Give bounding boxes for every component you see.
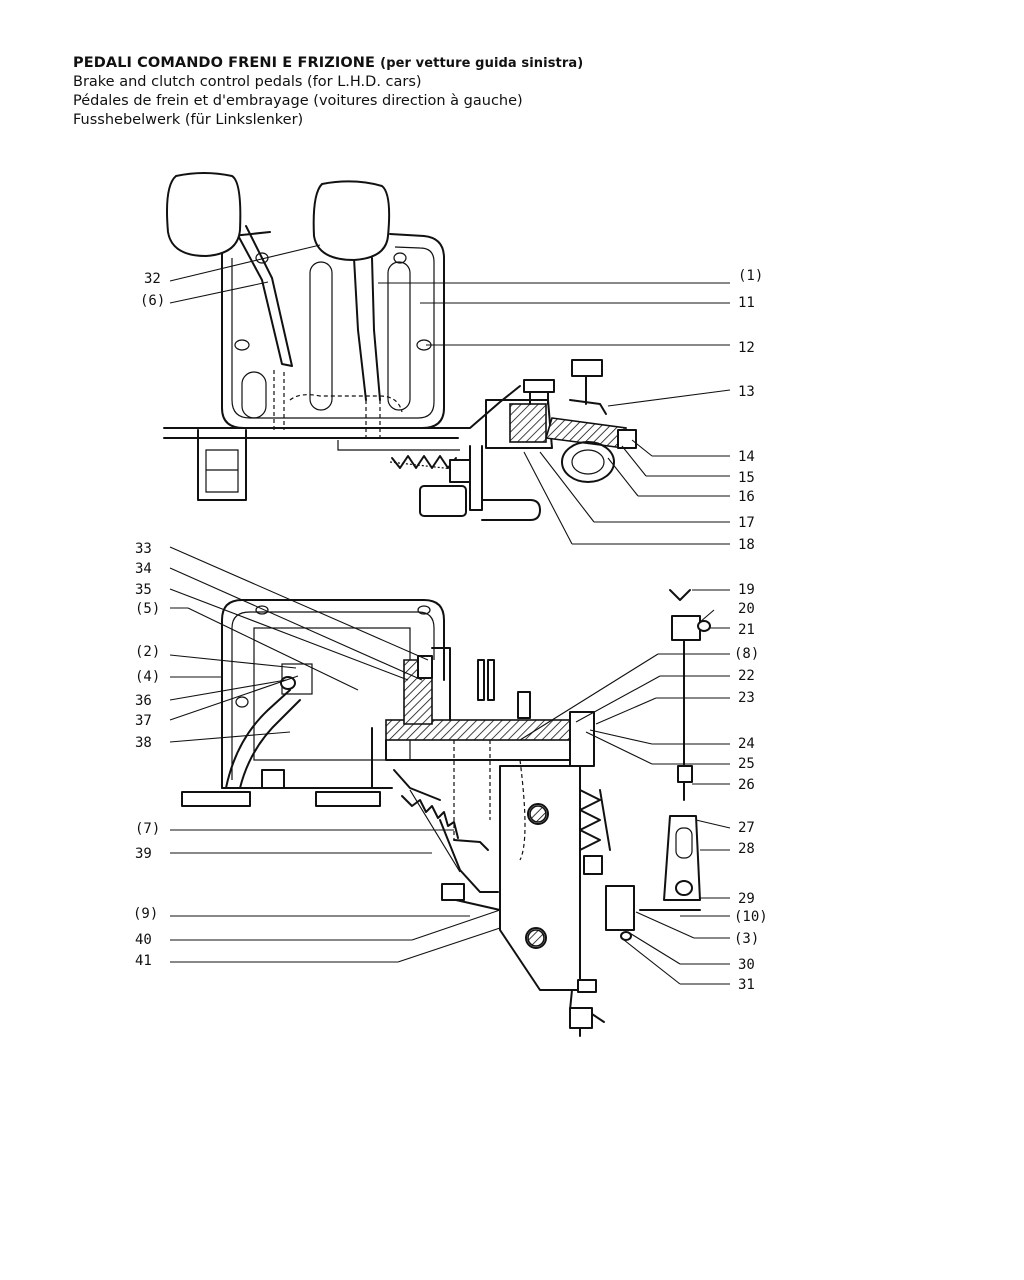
callout-30: 30 <box>738 957 755 973</box>
callout-8: (8) <box>734 646 759 662</box>
title-french: Pédales de frein et d'embrayage (voiture… <box>73 93 523 109</box>
callout-9: (9) <box>133 906 158 922</box>
callout-7: (7) <box>135 821 160 837</box>
top-view-callouts: 32 (6) (1) 11 12 13 14 15 16 17 18 <box>140 244 763 553</box>
callout-12: 12 <box>738 340 755 356</box>
callout-31: 31 <box>738 977 755 993</box>
callout-29: 29 <box>738 891 755 907</box>
callout-34: 34 <box>135 561 152 577</box>
callout-4: (4) <box>135 669 160 685</box>
callout-11: 11 <box>738 295 755 311</box>
bottom-view-drawing <box>181 589 711 1037</box>
title-german: Fusshebelwerk (für Linkslenker) <box>73 112 304 128</box>
callout-6: (6) <box>140 293 165 309</box>
callout-35: 35 <box>135 582 152 598</box>
callout-36: 36 <box>135 693 152 709</box>
callout-25: 25 <box>738 756 755 772</box>
callout-20: 20 <box>738 601 755 617</box>
callout-13: 13 <box>738 384 755 400</box>
callout-2: (2) <box>135 644 160 660</box>
callout-1: (1) <box>738 268 763 284</box>
callout-27: 27 <box>738 820 755 836</box>
callout-39: 39 <box>135 846 152 862</box>
callout-10: (10) <box>734 909 768 925</box>
bottom-view-callouts-right: 19 20 21 (8) 22 23 24 25 26 27 28 29 (10… <box>519 582 768 993</box>
callout-24: 24 <box>738 736 755 752</box>
title-italian-main: PEDALI COMANDO FRENI E FRIZIONE <box>73 55 375 71</box>
callout-26: 26 <box>738 777 755 793</box>
title-english: Brake and clutch control pedals (for L.H… <box>73 74 422 90</box>
callout-23: 23 <box>738 690 755 706</box>
callout-22: 22 <box>738 668 755 684</box>
callout-16: 16 <box>738 489 755 505</box>
callout-19: 19 <box>738 582 755 598</box>
title-italian-suffix: (per vetture guida sinistra) <box>380 56 584 71</box>
callout-5: (5) <box>135 601 160 617</box>
callout-33: 33 <box>135 541 152 557</box>
callout-3: (3) <box>734 931 759 947</box>
callout-17: 17 <box>738 515 755 531</box>
bottom-view-callouts-left: 33 34 35 (5) (2) (4) 36 37 38 (7) 39 (9)… <box>133 541 501 969</box>
callout-28: 28 <box>738 841 755 857</box>
callout-37: 37 <box>135 713 152 729</box>
callout-15: 15 <box>738 470 755 486</box>
callout-32: 32 <box>144 271 161 287</box>
callout-14: 14 <box>738 449 755 465</box>
callout-41: 41 <box>135 953 152 969</box>
callout-18: 18 <box>738 537 755 553</box>
callout-38: 38 <box>135 735 152 751</box>
title-italian: PEDALI COMANDO FRENI E FRIZIONE (per vet… <box>73 54 583 73</box>
top-view-drawing <box>163 172 637 521</box>
callout-21: 21 <box>738 622 755 638</box>
callout-40: 40 <box>135 932 152 948</box>
title-block: PEDALI COMANDO FRENI E FRIZIONE (per vet… <box>73 54 583 130</box>
